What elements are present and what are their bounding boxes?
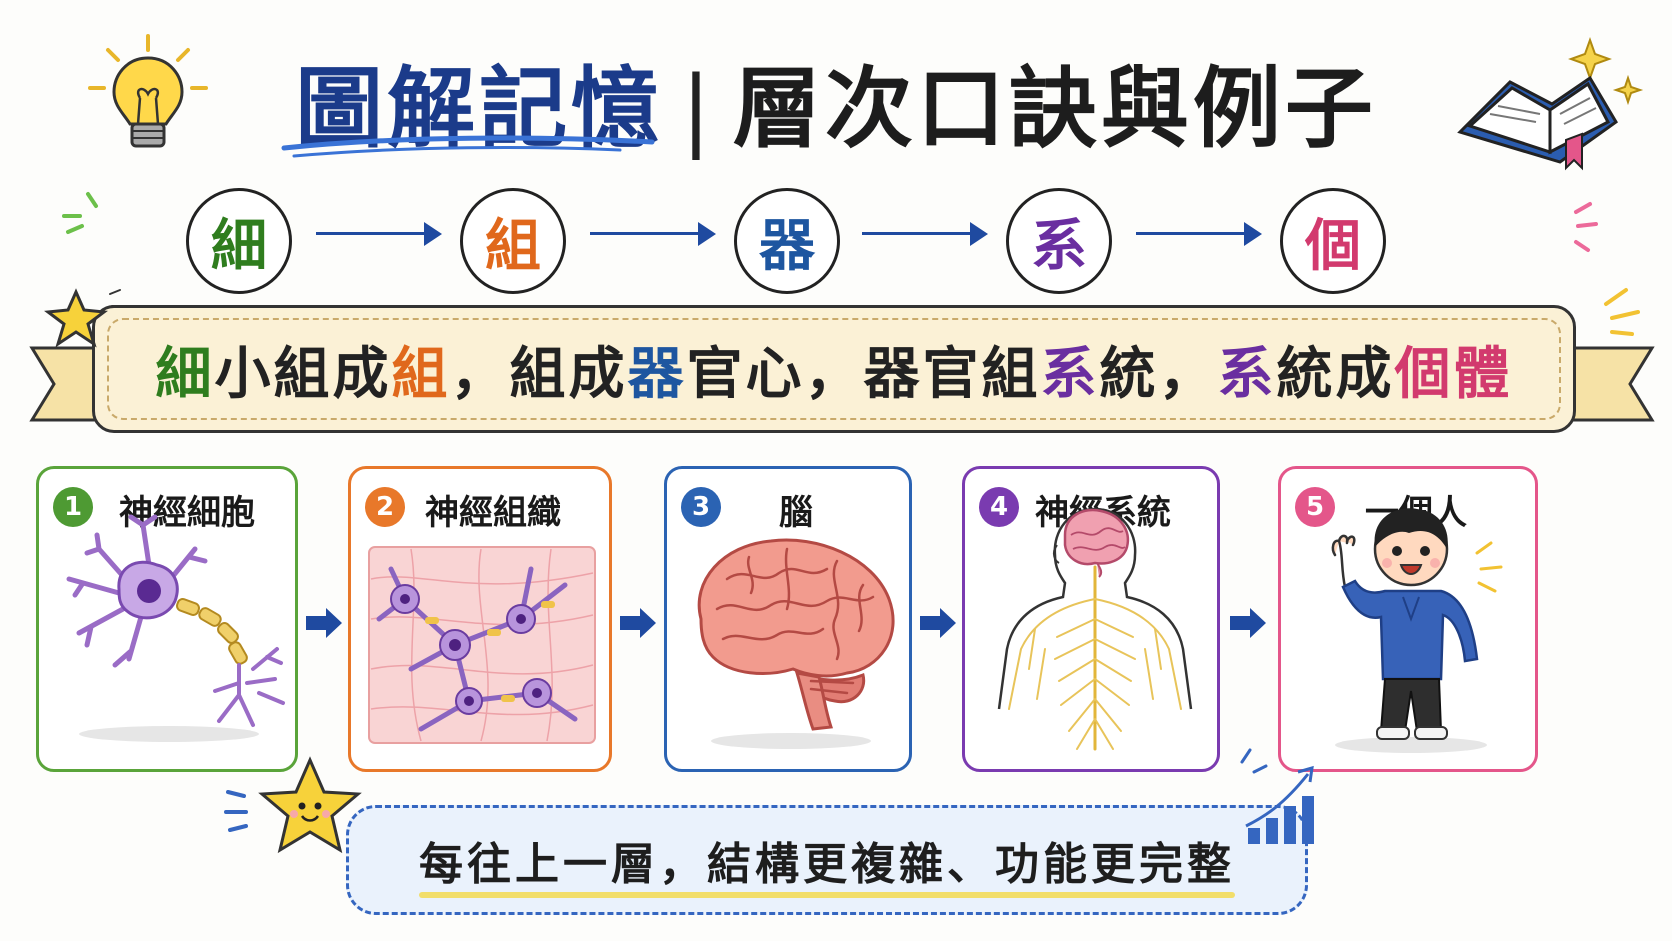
badge-3: 3	[681, 487, 721, 527]
level-char-individual: 個	[1305, 213, 1361, 279]
green-accent-strokes	[62, 192, 98, 234]
person-illustration	[1331, 508, 1503, 753]
book-icon	[1457, 37, 1644, 171]
level-arrow-3	[862, 232, 974, 235]
panel-brain: 3 腦	[664, 466, 912, 772]
level-char-cell: 細	[211, 213, 267, 279]
bar-chart-icon	[1240, 748, 1314, 844]
mnemonic-text: 細小組成組，組成器官心，器官組系統，系統成個體	[156, 329, 1513, 410]
brain-illustration	[697, 538, 895, 749]
star-icon	[44, 288, 127, 348]
summary-highlight	[419, 892, 1235, 898]
panel-person: 5 一個人	[1278, 466, 1538, 772]
yellow-accent-strokes	[1604, 288, 1640, 336]
ribbon-dashed-border	[107, 318, 1561, 420]
level-arrowhead-1	[424, 222, 442, 246]
smiling-star-icon	[224, 756, 362, 854]
level-circle-individual: 個	[1280, 188, 1386, 294]
level-arrow-1	[316, 232, 428, 235]
nerve-tissue-illustration	[368, 546, 596, 744]
level-char-tissue: 組	[485, 213, 541, 279]
summary-text-wrap: 每往上一層，結構更複雜、功能更完整	[419, 828, 1235, 898]
panel-nerve-tissue: 2 神經組織	[348, 466, 612, 772]
panel-arrow-4	[1230, 608, 1266, 638]
title-separator: |	[681, 57, 715, 160]
level-arrow-2	[590, 232, 702, 235]
mnemonic-seg-3: 組	[391, 341, 451, 407]
mnemonic-seg-6: 官心，器官組	[686, 341, 1041, 407]
mnemonic-seg-4: ，組成	[450, 341, 628, 407]
title-underline	[281, 135, 655, 158]
level-arrow-4	[1136, 232, 1248, 235]
ribbon-right-tail	[1564, 346, 1655, 422]
level-circle-tissue: 組	[460, 188, 566, 294]
level-circle-organ: 器	[734, 188, 840, 294]
title-part2: 層次口訣與例子	[732, 57, 1377, 160]
level-circle-system: 系	[1006, 188, 1112, 294]
badge-4: 4	[979, 487, 1019, 527]
level-arrowhead-4	[1244, 222, 1262, 246]
mnemonic-seg-1: 細	[155, 341, 215, 407]
summary-box: 每往上一層，結構更複雜、功能更完整	[346, 805, 1308, 915]
panel-arrow-1	[306, 608, 342, 638]
mnemonic-seg-8: 統，	[1099, 341, 1218, 407]
mnemonic-seg-11: 個體	[1394, 341, 1513, 407]
badge-5: 5	[1295, 487, 1335, 527]
panel-arrow-2	[620, 608, 656, 638]
pink-accent-strokes	[1574, 202, 1598, 252]
mnemonic-seg-7: 系	[1040, 341, 1100, 407]
mnemonic-seg-2: 小組成	[214, 341, 392, 407]
panel-label-2: 神經組織	[425, 493, 561, 533]
mnemonic-seg-5: 器	[627, 341, 687, 407]
summary-text: 每往上一層，結構更複雜、功能更完整	[419, 839, 1235, 890]
nervous-system-illustration	[997, 507, 1193, 751]
level-circle-cell: 細	[186, 188, 292, 294]
level-char-system: 系	[1031, 213, 1087, 279]
panel-nerve-cell: 1 神經細胞	[36, 466, 298, 772]
panel-nervous-system: 4 神經系統	[962, 466, 1220, 772]
level-char-organ: 器	[759, 213, 815, 279]
level-arrowhead-2	[698, 222, 716, 246]
page-title: 圖解記憶|層次口訣與例子	[0, 38, 1672, 165]
panel-label-3: 腦	[779, 493, 813, 533]
panel-arrow-3	[920, 608, 956, 638]
badge-1: 1	[53, 487, 93, 527]
mnemonic-seg-10: 統成	[1276, 341, 1395, 407]
mnemonic-ribbon: 細小組成組，組成器官心，器官組系統，系統成個體	[92, 305, 1576, 433]
neuron-illustration	[66, 514, 285, 742]
level-arrowhead-3	[970, 222, 988, 246]
badge-2: 2	[365, 487, 405, 527]
mnemonic-seg-9: 系	[1217, 341, 1277, 407]
lightbulb-icon	[88, 34, 208, 148]
